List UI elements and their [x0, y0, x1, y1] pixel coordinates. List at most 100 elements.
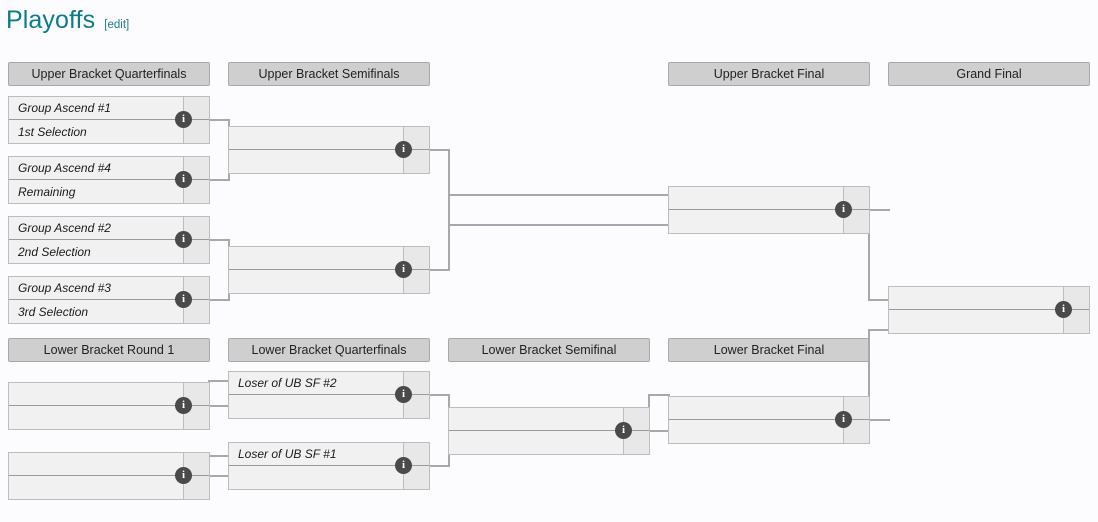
info-icon[interactable]: i [395, 141, 412, 158]
match-grand-final[interactable]: i [888, 286, 1090, 334]
opponent-bottom [669, 420, 843, 443]
connector [448, 149, 450, 271]
info-icon[interactable]: i [175, 111, 192, 128]
round-header-ub-quarterfinals: Upper Bracket Quarterfinals [8, 62, 210, 86]
connector [868, 329, 890, 331]
round-header-label: Lower Bracket Semifinal [481, 343, 617, 357]
score-top [404, 127, 429, 150]
round-header-lb-round-1: Lower Bracket Round 1 [8, 338, 210, 362]
opponent-bottom [229, 270, 403, 293]
match-scores [403, 127, 429, 173]
opponent-top: Group Ascend #4 [9, 157, 183, 180]
match-opponents [449, 408, 623, 454]
match-opponents: Loser of UB SF #2 [229, 372, 403, 418]
opponent-bottom: 2nd Selection [9, 240, 183, 263]
match-opponents [229, 247, 403, 293]
connector [868, 209, 890, 211]
info-icon[interactable]: i [175, 171, 192, 188]
connector [648, 430, 670, 432]
opponent-top [889, 287, 1063, 310]
round-header-ub-semifinals: Upper Bracket Semifinals [228, 62, 430, 86]
score-top [184, 453, 209, 476]
match-lb-final[interactable]: i [668, 396, 870, 444]
connector [208, 119, 230, 121]
opponent-bottom: Remaining [9, 180, 183, 203]
opponent-bottom: 1st Selection [9, 120, 183, 143]
connector [208, 455, 230, 457]
match-ub-final[interactable]: i [668, 186, 870, 234]
score-top [184, 277, 209, 300]
score-top [404, 372, 429, 395]
info-icon[interactable]: i [615, 422, 632, 439]
round-header-label: Upper Bracket Semifinals [258, 67, 400, 81]
round-header-label: Upper Bracket Final [713, 67, 825, 81]
match-lb-semifinal[interactable]: i [448, 407, 650, 455]
opponent-top [669, 187, 843, 210]
opponent-top [9, 453, 183, 476]
connector [648, 394, 670, 396]
connector [868, 299, 890, 301]
round-header-lb-semifinal: Lower Bracket Semifinal [448, 338, 650, 362]
connector [428, 394, 450, 396]
info-icon[interactable]: i [395, 261, 412, 278]
match-ub-qf-1[interactable]: Group Ascend #1 1st Selection i [8, 96, 210, 144]
opponent-top [229, 247, 403, 270]
opponent-top: Group Ascend #1 [9, 97, 183, 120]
opponent-bottom: 3rd Selection [9, 300, 183, 323]
info-icon[interactable]: i [1055, 301, 1072, 318]
round-header-grand-final: Grand Final [888, 62, 1090, 86]
info-icon[interactable]: i [395, 386, 412, 403]
score-top [184, 383, 209, 406]
score-top [844, 397, 869, 420]
info-icon[interactable]: i [175, 467, 192, 484]
score-top [404, 443, 429, 466]
edit-section-link[interactable]: [edit] [104, 19, 130, 31]
score-top [1064, 287, 1089, 310]
match-lb-r1-2[interactable]: i [8, 452, 210, 500]
round-header-label: Lower Bracket Quarterfinals [251, 343, 407, 357]
score-top [184, 157, 209, 180]
info-icon[interactable]: i [835, 411, 852, 428]
opponent-top [9, 383, 183, 406]
round-header-lb-final: Lower Bracket Final [668, 338, 870, 362]
match-ub-sf-2[interactable]: i [228, 246, 430, 294]
match-opponents: Group Ascend #1 1st Selection [9, 97, 183, 143]
connector [448, 224, 670, 226]
match-opponents [669, 187, 843, 233]
info-icon[interactable]: i [835, 201, 852, 218]
match-lb-r1-1[interactable]: i [8, 382, 210, 430]
info-icon[interactable]: i [175, 231, 192, 248]
info-icon[interactable]: i [175, 397, 192, 414]
score-top [404, 247, 429, 270]
match-opponents: Group Ascend #4 Remaining [9, 157, 183, 203]
info-icon[interactable]: i [175, 291, 192, 308]
connector [208, 405, 230, 407]
info-icon[interactable]: i [395, 457, 412, 474]
score-top [844, 187, 869, 210]
match-lb-qf-2[interactable]: Loser of UB SF #1 i [228, 442, 430, 490]
match-ub-qf-2[interactable]: Group Ascend #4 Remaining i [8, 156, 210, 204]
connector [208, 179, 230, 181]
match-ub-qf-3[interactable]: Group Ascend #2 2nd Selection i [8, 216, 210, 264]
match-opponents [669, 397, 843, 443]
match-opponents: Loser of UB SF #1 [229, 443, 403, 489]
connector [428, 269, 450, 271]
opponent-top [669, 397, 843, 420]
match-ub-sf-1[interactable]: i [228, 126, 430, 174]
opponent-bottom [889, 310, 1063, 333]
connector [208, 239, 230, 241]
round-header-label: Lower Bracket Final [713, 343, 825, 357]
match-ub-qf-4[interactable]: Group Ascend #3 3rd Selection i [8, 276, 210, 324]
match-lb-qf-1[interactable]: Loser of UB SF #2 i [228, 371, 430, 419]
page-heading: Playoffs [edit] [6, 8, 129, 33]
score-top [184, 217, 209, 240]
opponent-bottom [669, 210, 843, 233]
connector [428, 149, 450, 151]
round-header-label: Grand Final [956, 67, 1022, 81]
match-opponents: Group Ascend #3 3rd Selection [9, 277, 183, 323]
match-opponents: Group Ascend #2 2nd Selection [9, 217, 183, 263]
opponent-top: Loser of UB SF #1 [229, 443, 403, 466]
score-top [184, 97, 209, 120]
connector [208, 475, 230, 477]
